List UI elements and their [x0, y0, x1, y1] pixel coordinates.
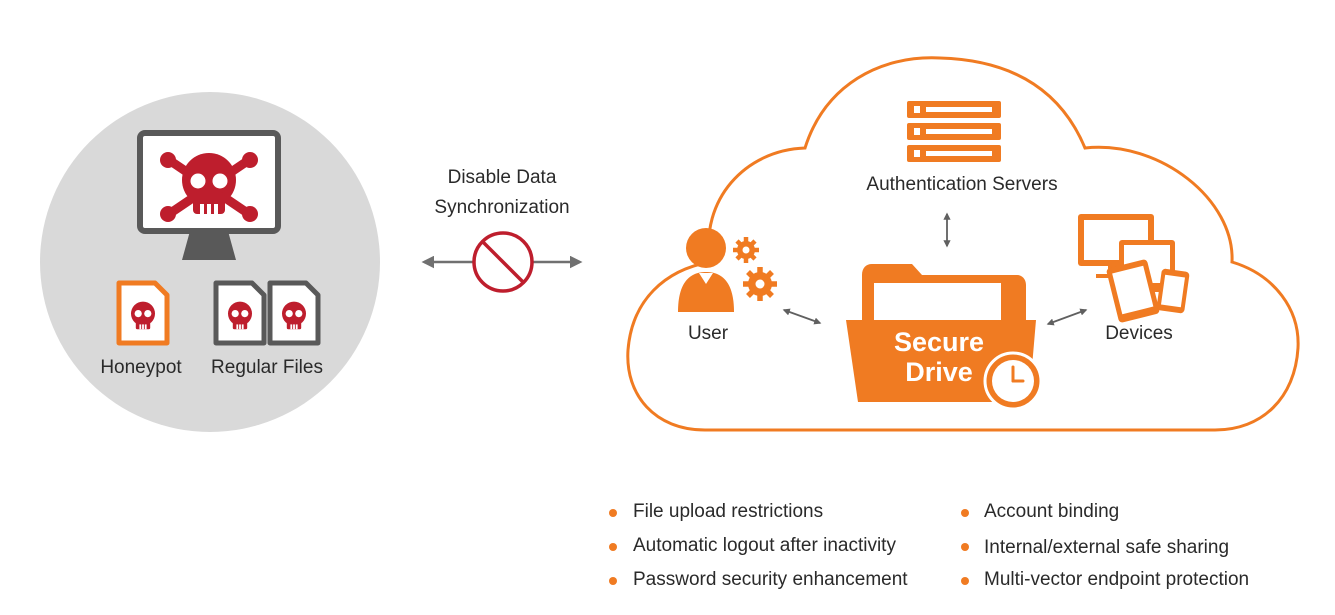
- bullet-icon: [961, 543, 969, 551]
- bullet-icon: [961, 509, 969, 517]
- clock-icon: [983, 351, 1043, 411]
- feature-text: Automatic logout after inactivity: [633, 535, 896, 556]
- devices-link-arrow: [1046, 308, 1088, 326]
- auth-servers-label: Authentication Servers: [866, 174, 1058, 195]
- cloud-outline: [626, 56, 1300, 432]
- skull-crossbones-icon: [160, 152, 258, 222]
- regular-file-icon: [213, 280, 267, 346]
- feature-text: Account binding: [984, 501, 1120, 522]
- user-label: User: [687, 323, 729, 344]
- feature-text: File upload restrictions: [633, 501, 824, 522]
- user-link-arrow: [782, 308, 822, 325]
- gear-icon: [743, 267, 777, 301]
- honeypot-file-icon: [116, 280, 170, 346]
- no-sync-icon: [472, 231, 534, 293]
- secure-drive-line1: Secure: [893, 327, 985, 357]
- devices-icon: [1078, 214, 1190, 323]
- regular-file-icon: [267, 280, 321, 346]
- bullet-icon: [961, 577, 969, 585]
- infected-zone-circle: [40, 92, 380, 432]
- secure-drive-line2: Drive: [905, 357, 973, 387]
- honeypot-label: Honeypot: [100, 357, 182, 378]
- user-icon: [678, 228, 734, 312]
- disable-sync-line1: Disable Data: [447, 167, 557, 188]
- feature-text: Multi-vector endpoint protection: [984, 569, 1250, 590]
- bullet-icon: [609, 543, 617, 551]
- bullet-icon: [609, 577, 617, 585]
- bullet-icon: [609, 509, 617, 517]
- feature-text: Password security enhancement: [633, 569, 908, 590]
- server-icon: [907, 101, 1001, 162]
- regular-files-label: Regular Files: [211, 357, 323, 378]
- disable-sync-line2: Synchronization: [434, 197, 570, 218]
- feature-text: Internal/external safe sharing: [984, 537, 1230, 558]
- gear-icon: [733, 237, 759, 263]
- devices-label: Devices: [1105, 323, 1173, 344]
